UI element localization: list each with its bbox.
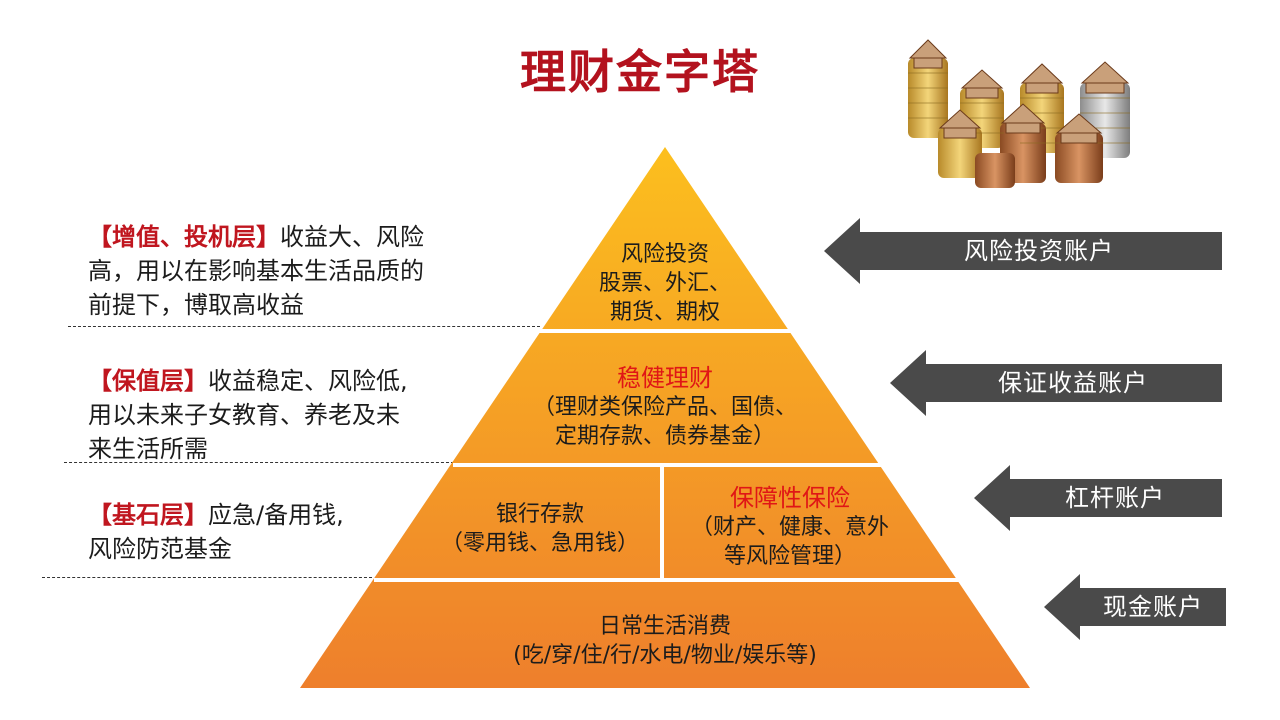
level-line: (吃/穿/住/行/水电/物业/娱乐等) [513,643,817,668]
level-line: 股票、外汇、 [598,271,731,296]
level-line: 风险投资 [620,242,709,267]
layer-tag: 【增值、投机层】 [88,223,280,251]
coin-stacks-with-houses-image [908,39,1130,188]
description-line: 高，用以在影响基本生活品质的 [88,257,424,285]
layer-tag: 【保值层】 [88,367,208,395]
level-line: 期货、期权 [609,300,720,325]
account-label: 保证收益账户 [998,369,1148,397]
layer-tag: 【基石层】 [88,501,208,529]
description-line: 风险防范基金 [88,535,232,563]
divider-line [68,326,540,327]
left-arrow-icon [824,218,1222,284]
level-heading: 保障性保险 [730,484,850,512]
account-arrow-risk-investment: 风险投资账户 [824,218,1222,284]
left-arrow-icon [974,465,1222,531]
account-arrow-cash: 现金账户 [1044,574,1226,640]
description-foundation-layer: 【基石层】应急/备用钱, 风险防范基金 [88,498,488,566]
divider-line [42,577,372,578]
level-line: 银行存款 [495,502,584,527]
description-line: 收益稳定、风险低, [208,367,408,395]
account-arrow-leverage: 杠杆账户 [974,465,1222,531]
level-line: （理财类保险产品、国债、 [532,395,797,420]
description-line: 收益大、风险 [280,223,424,251]
description-growth-layer: 【增值、投机层】收益大、风险 高，用以在影响基本生活品质的 前提下，博取高收益 [88,220,488,322]
left-arrow-icon [1044,574,1226,640]
level-line: 日常生活消费 [598,614,731,639]
pyramid-top-level: 风险投资 股票、外汇、 期货、期权 [565,240,765,327]
level-line: （财产、健康、意外 [690,515,889,540]
pyramid-base-level: 日常生活消费 (吃/穿/住/行/水电/物业/娱乐等) [400,612,930,670]
pyramid-third-right-level: 保障性保险 （财产、健康、意外 等风险管理） [670,484,910,571]
account-label: 杠杆账户 [1065,484,1165,512]
level-heading: 稳健理财 [617,364,713,392]
level-line: 等风险管理） [723,544,856,569]
left-arrow-icon [890,350,1222,416]
description-line: 用以未来子女教育、养老及未 [88,401,400,429]
pyramid-third-left-level: 银行存款 （零用钱、急用钱） [420,500,660,558]
level-line: （零用钱、急用钱） [440,531,639,556]
pyramid-second-level: 稳健理财 （理财类保险产品、国债、 定期存款、债券基金） [495,364,835,451]
account-label: 现金账户 [1103,593,1203,621]
description-preservation-layer: 【保值层】收益稳定、风险低, 用以未来子女教育、养老及未 来生活所需 [88,364,488,466]
page-title: 理财金字塔 [520,45,760,99]
description-line: 前提下，博取高收益 [88,291,304,319]
account-arrow-guaranteed-return: 保证收益账户 [890,350,1222,416]
description-line: 应急/备用钱, [208,501,344,529]
divider-line [64,462,454,463]
account-label: 风险投资账户 [964,237,1114,265]
description-line: 来生活所需 [88,435,208,463]
level-line: 定期存款、债券基金） [554,424,775,449]
